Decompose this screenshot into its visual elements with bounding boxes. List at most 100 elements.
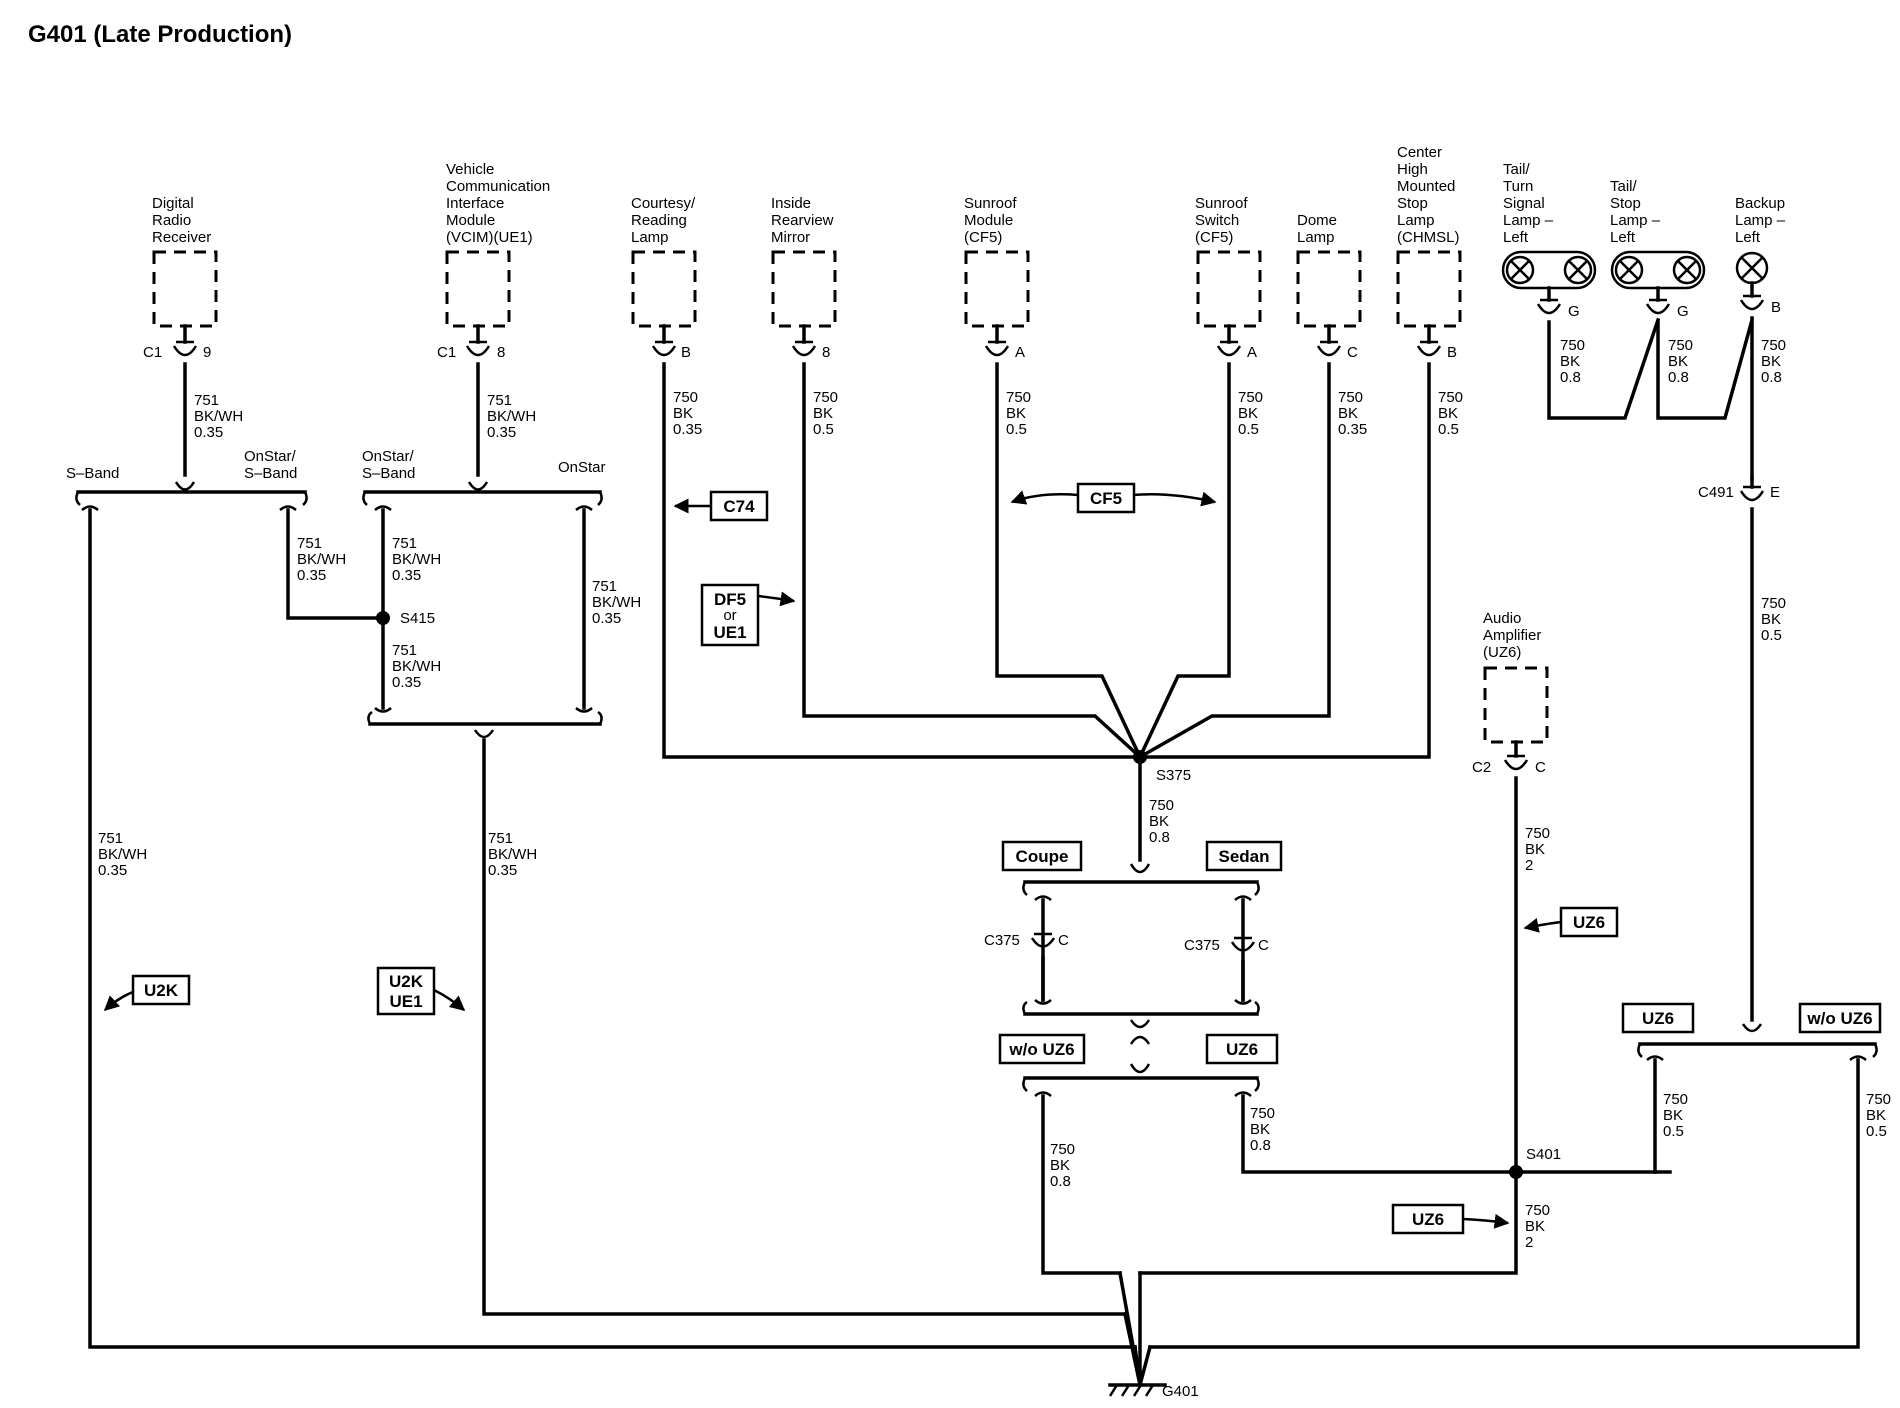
svg-text:BK: BK: [1338, 405, 1358, 422]
backup-label-2: Lamp –: [1735, 212, 1786, 229]
svg-text:751: 751: [98, 830, 123, 847]
df5-ue1-box: [700, 583, 760, 647]
svg-text:751: 751: [392, 535, 417, 552]
c375-right-label: C375: [1184, 937, 1220, 954]
svg-text:0.35: 0.35: [392, 567, 421, 584]
svg-text:750: 750: [1250, 1105, 1275, 1122]
svg-text:0.5: 0.5: [1663, 1123, 1684, 1140]
sunroof-module-label-3: (CF5): [964, 229, 1002, 246]
uz6-ref-lower-label: UZ6: [1412, 1210, 1444, 1229]
s415-dot: [376, 611, 390, 625]
sedan-label: Sedan: [1218, 847, 1269, 866]
svg-text:BK/WH: BK/WH: [488, 846, 537, 863]
u2k-label: U2K: [144, 981, 179, 1000]
uz6-ref-box-lower: [1391, 1203, 1465, 1235]
df5-label: DF5: [714, 590, 746, 609]
svg-text:BK/WH: BK/WH: [487, 408, 536, 425]
svg-text:751: 751: [297, 535, 322, 552]
svg-text:BK: BK: [1866, 1107, 1886, 1124]
svg-text:0.35: 0.35: [98, 862, 127, 879]
digital-radio-label-2: Radio: [152, 212, 191, 229]
sunroof-switch-label-2: Switch: [1195, 212, 1239, 229]
s401-dot: [1509, 1165, 1523, 1179]
svg-text:750: 750: [813, 389, 838, 406]
svg-text:750: 750: [1560, 337, 1585, 354]
cf5-box: [1076, 482, 1136, 514]
c74-box: [709, 490, 769, 522]
wo-uz6-box-left: w/o UZ6: [1008, 1040, 1074, 1059]
reference-boxes: C74 CF5 DF5 or UE1 U2K U2K UE1 UZ6 UZ6: [103, 482, 1619, 1235]
tail-stop-label-1: Tail/: [1610, 178, 1638, 195]
diagram-title: G401 (Late Production): [28, 21, 292, 48]
mirror-label-2: Rearview: [771, 212, 834, 229]
svg-text:BK: BK: [1050, 1157, 1070, 1174]
svg-text:0.5: 0.5: [1238, 421, 1259, 438]
dome-label-1: Dome: [1297, 212, 1337, 229]
svg-text:750: 750: [1050, 1141, 1075, 1158]
svg-text:0.35: 0.35: [297, 567, 326, 584]
or-label: or: [723, 607, 736, 624]
vcim-label-2: Communication: [446, 178, 550, 195]
chmsl-label-4: Stop: [1397, 195, 1428, 212]
svg-text:BK/WH: BK/WH: [392, 551, 441, 568]
svg-text:2: 2: [1525, 857, 1533, 874]
dome-label-2: Lamp: [1297, 229, 1335, 246]
onstar-sband-a-1: OnStar/: [244, 448, 297, 465]
onstar-label: OnStar: [558, 459, 606, 476]
connector-labels: C1 9 C1 8 B 8 A A C B G G B C2 C C491 E …: [143, 299, 1781, 954]
pin-e-label: E: [1770, 484, 1780, 501]
svg-text:0.8: 0.8: [1250, 1137, 1271, 1154]
u2k-ue1-label-2: UE1: [389, 992, 422, 1011]
svg-text:0.8: 0.8: [1560, 369, 1581, 386]
ue1-label: UE1: [713, 623, 746, 642]
option-labels: S–Band OnStar/ S–Band OnStar/ S–Band OnS…: [66, 448, 606, 482]
chmsl-box: [1396, 250, 1462, 328]
svg-text:750: 750: [1525, 825, 1550, 842]
chmsl-label-2: High: [1397, 161, 1428, 178]
svg-text:750: 750: [1149, 797, 1174, 814]
pin-8-vcim-label: 8: [497, 344, 505, 361]
c375-left-label: C375: [984, 932, 1020, 949]
backup-label-3: Left: [1735, 229, 1761, 246]
pin-9-label: 9: [203, 344, 211, 361]
pin-c-amp-label: C: [1535, 759, 1546, 776]
vcim-label-3: Interface: [446, 195, 504, 212]
dome-lamp-box: [1296, 250, 1362, 328]
svg-text:BK: BK: [673, 405, 693, 422]
vcim-label-4: Module: [446, 212, 495, 229]
svg-text:BK: BK: [1761, 353, 1781, 370]
tail-stop-label-3: Lamp –: [1610, 212, 1661, 229]
component-labels: Digital Radio Receiver Vehicle Communica…: [152, 144, 1786, 661]
svg-text:750: 750: [1238, 389, 1263, 406]
courtesy-label-2: Reading: [631, 212, 687, 229]
vcim-label-1: Vehicle: [446, 161, 494, 178]
onstar-sband-b-2: S–Band: [362, 465, 415, 482]
tail-turn-label-3: Signal: [1503, 195, 1545, 212]
audio-amp-label-3: (UZ6): [1483, 644, 1521, 661]
digital-radio-label-3: Receiver: [152, 229, 211, 246]
pin-g2-label: G: [1677, 303, 1689, 320]
s375-dot: [1133, 750, 1147, 764]
svg-text:0.5: 0.5: [1438, 421, 1459, 438]
chmsl-label-3: Mounted: [1397, 178, 1455, 195]
svg-text:2: 2: [1525, 1234, 1533, 1251]
tail-turn-label-5: Left: [1503, 229, 1529, 246]
svg-text:BK: BK: [1006, 405, 1026, 422]
svg-text:751: 751: [487, 392, 512, 409]
pin-8-mirror-label: 8: [822, 344, 830, 361]
vcim-label-5: (VCIM)(UE1): [446, 229, 533, 246]
pin-c-left-label: C: [1058, 932, 1069, 949]
